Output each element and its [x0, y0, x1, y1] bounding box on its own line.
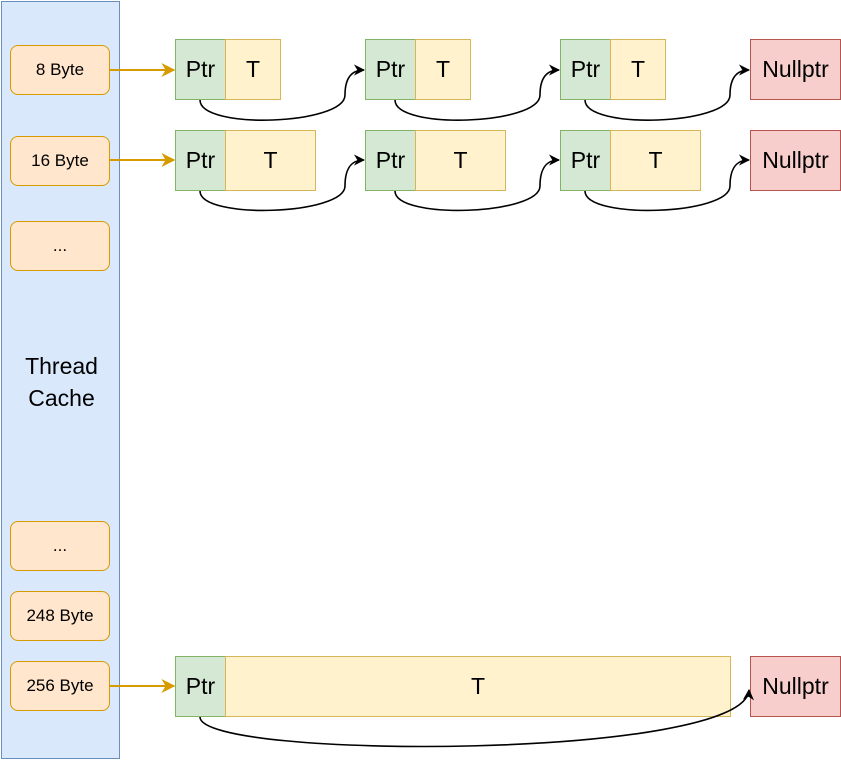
- slot-ellipsis-lower: ...: [10, 521, 110, 571]
- row16-node1-ptr: Ptr: [175, 130, 226, 191]
- row8-nullptr: Nullptr: [750, 39, 841, 100]
- slot-ellipsis-upper: ...: [10, 221, 110, 271]
- slot-8-byte: 8 Byte: [10, 45, 110, 95]
- row16-nullptr: Nullptr: [750, 130, 841, 191]
- row16-node3-data: T: [610, 130, 701, 191]
- slot-248-byte: 248 Byte: [10, 591, 110, 641]
- row16-node2-data: T: [415, 130, 506, 191]
- row16-node1-data: T: [225, 130, 316, 191]
- thread-cache-title-line2: Cache: [28, 385, 95, 411]
- thread-cache-title: Thread Cache: [2, 350, 121, 414]
- slot-16-byte: 16 Byte: [10, 136, 110, 186]
- row8-node3-data: T: [610, 39, 666, 100]
- thread-cache-title-line1: Thread: [25, 353, 98, 379]
- row8-node3-ptr: Ptr: [560, 39, 611, 100]
- row8-node1-ptr: Ptr: [175, 39, 226, 100]
- row8-node1-data: T: [225, 39, 281, 100]
- row256-nullptr: Nullptr: [750, 656, 841, 717]
- slot-256-byte: 256 Byte: [10, 661, 110, 711]
- row8-node2-data: T: [415, 39, 471, 100]
- row16-node3-ptr: Ptr: [560, 130, 611, 191]
- row8-node2-ptr: Ptr: [365, 39, 416, 100]
- thread-cache-panel: Thread Cache: [1, 1, 120, 759]
- row256-node1-data: T: [225, 656, 731, 717]
- row256-node1-ptr: Ptr: [175, 656, 226, 717]
- row16-node2-ptr: Ptr: [365, 130, 416, 191]
